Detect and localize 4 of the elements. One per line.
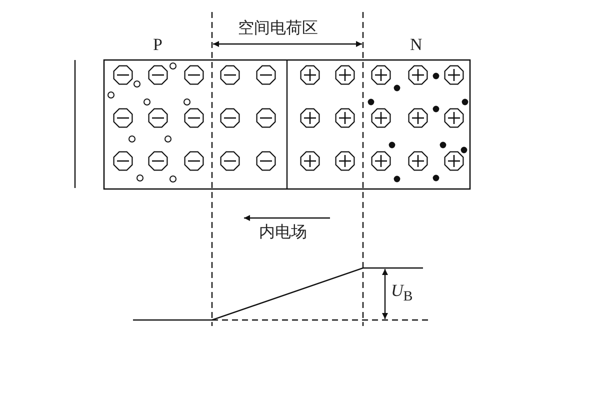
field-label: 内电场	[258, 224, 308, 240]
region-label: 空间电荷区	[237, 20, 319, 36]
region-label: P	[152, 36, 164, 53]
region-label: N	[409, 36, 424, 53]
